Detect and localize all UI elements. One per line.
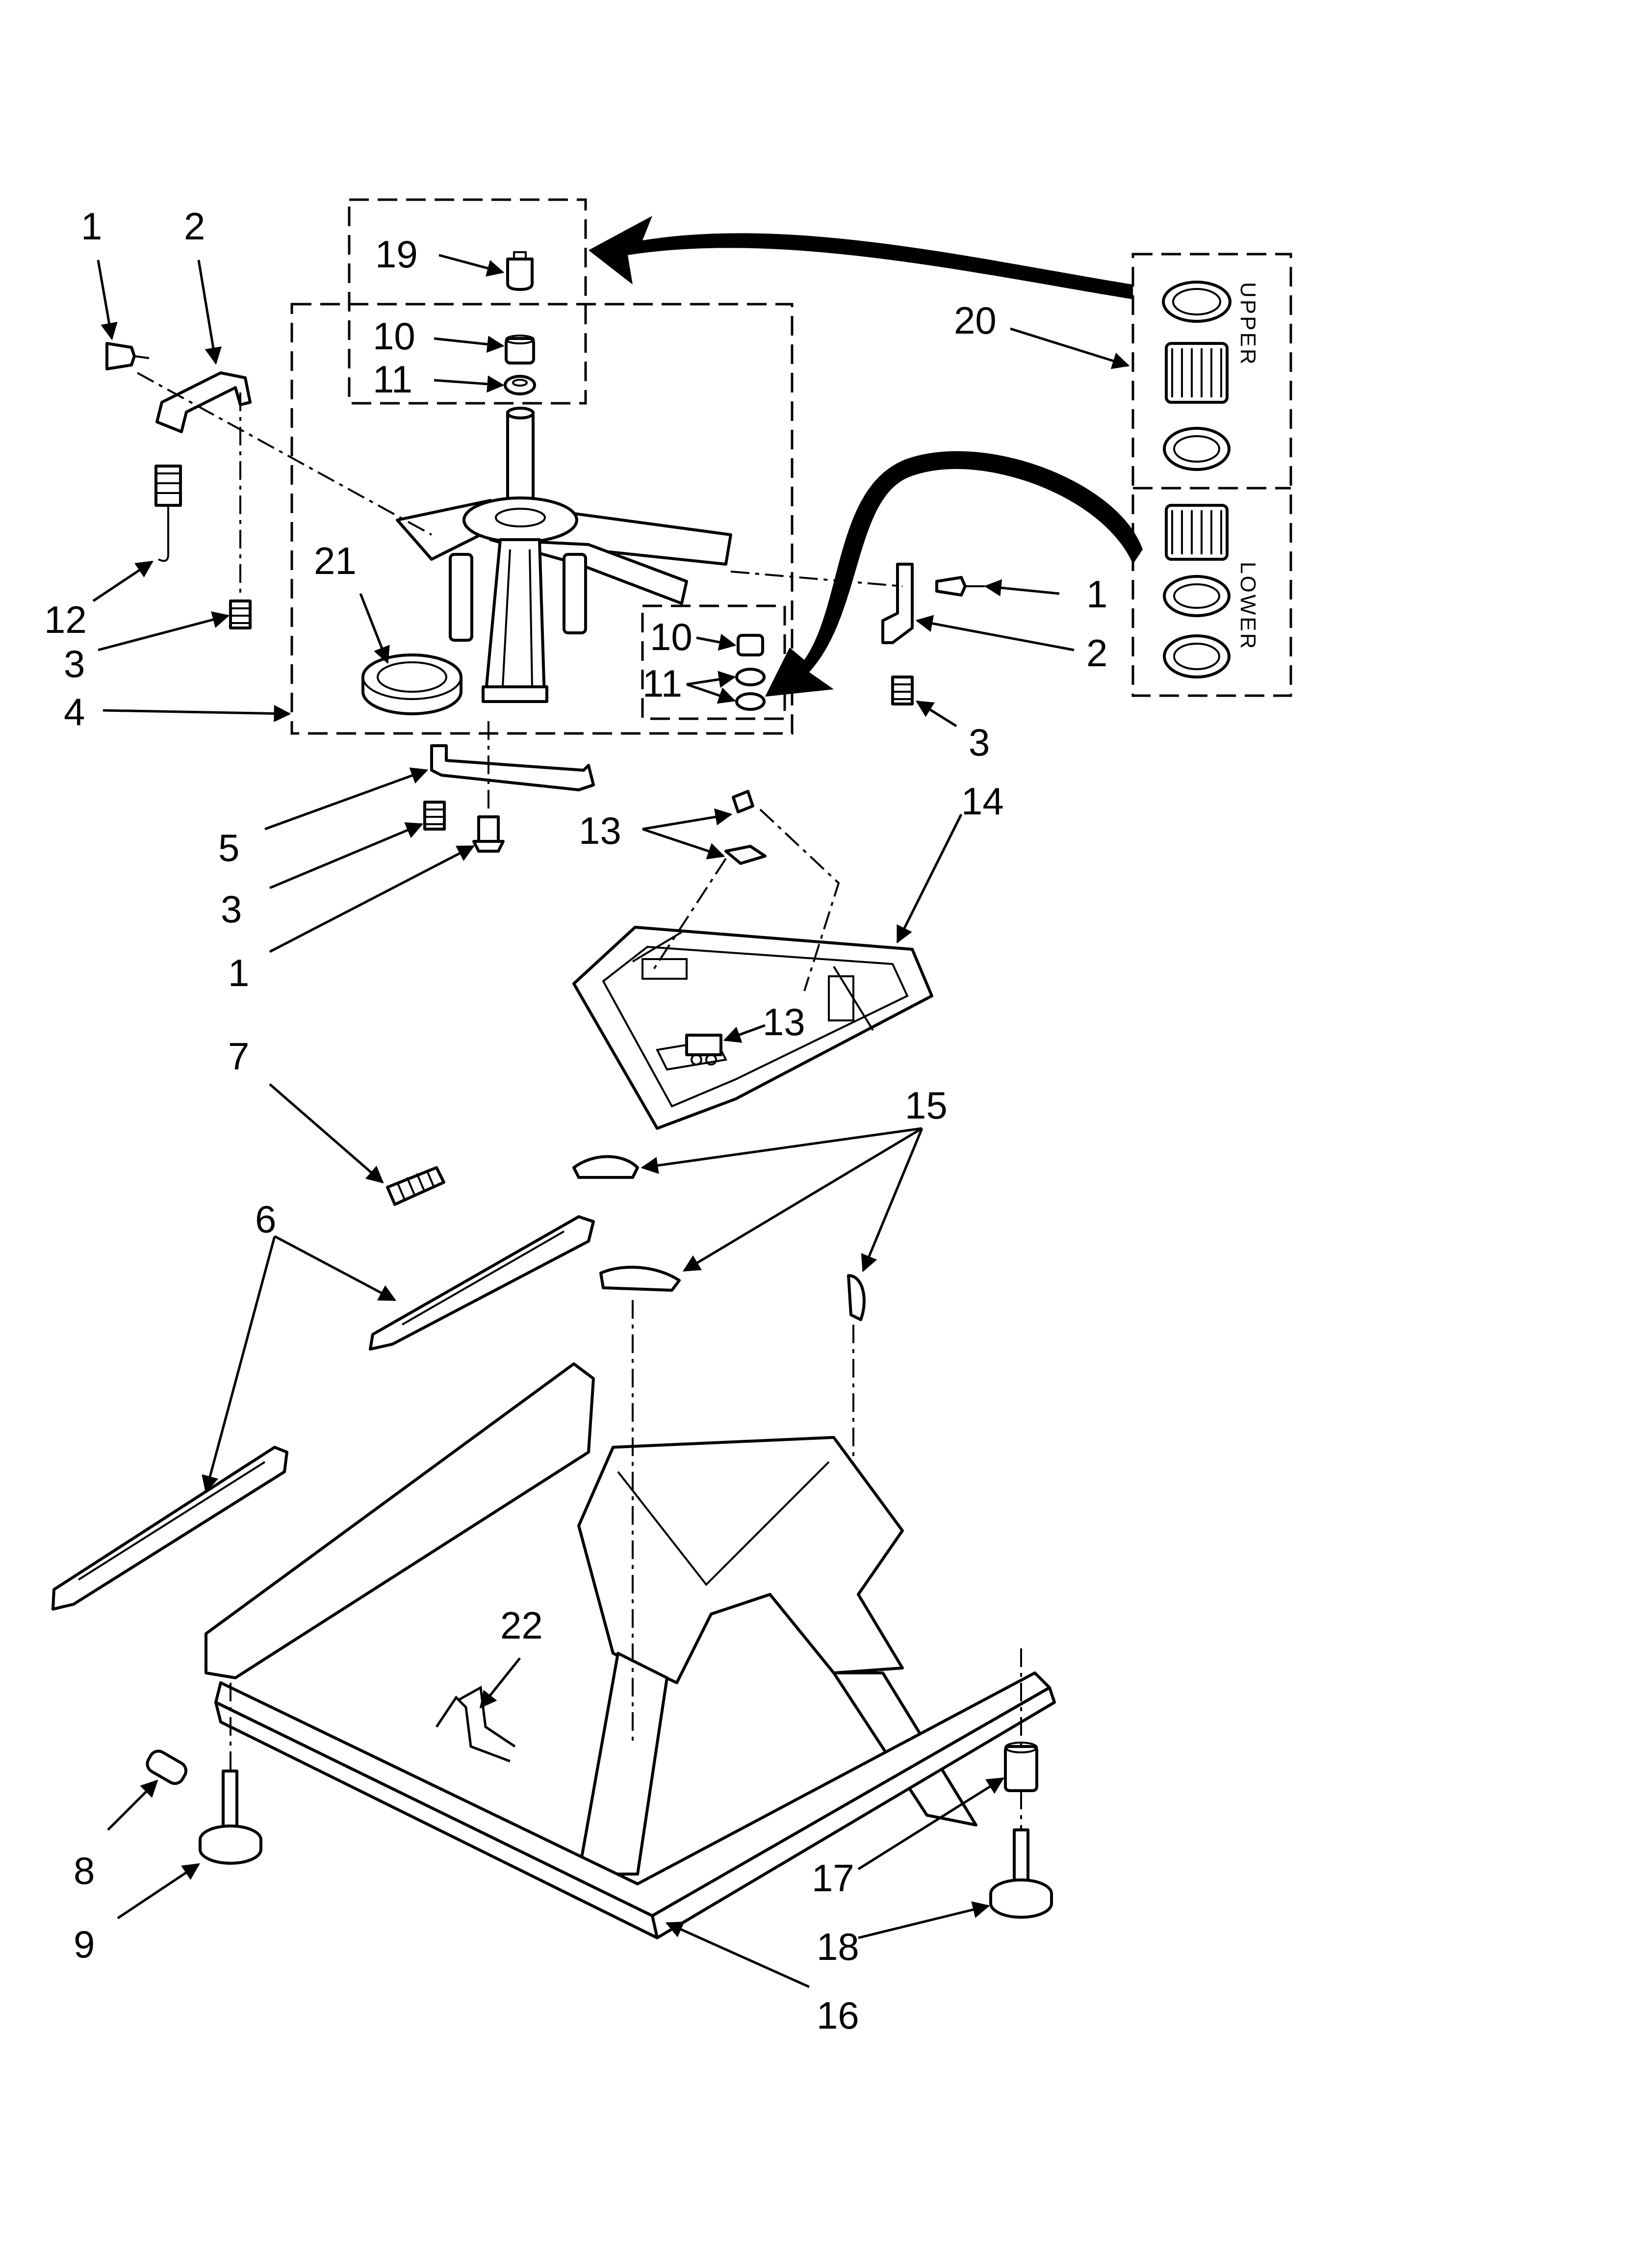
callout-1-right: 1 xyxy=(1086,573,1107,616)
spring-part-3-left xyxy=(229,600,252,629)
lower-seal-ring xyxy=(1163,575,1231,617)
screw-part-1-mid xyxy=(472,815,505,853)
inner-kit-box xyxy=(641,604,786,720)
callout-5: 5 xyxy=(218,826,239,869)
lower-kit-arrow xyxy=(765,451,1143,697)
callout-1-top-left: 1 xyxy=(81,205,102,248)
spring-part-3-right xyxy=(891,676,914,705)
upper-gear-bearing xyxy=(1165,342,1229,404)
callout-2-top-left: 2 xyxy=(184,205,205,248)
lower-bearing-ring xyxy=(1163,634,1231,678)
callout-3-right: 3 xyxy=(969,721,990,764)
callout-14: 14 xyxy=(961,780,1004,823)
rail-part-6-upper xyxy=(369,1215,595,1351)
bushing-part-10-inner xyxy=(737,634,764,656)
callout-19: 19 xyxy=(375,233,418,276)
leveling-leg-part-9 xyxy=(199,1770,262,1865)
seal-ring-21 xyxy=(361,653,462,715)
callout-13-lower: 13 xyxy=(763,1000,805,1043)
spring-part-3-mid xyxy=(423,801,446,831)
top-frame-part-14 xyxy=(572,926,933,1130)
top-kit-box xyxy=(348,198,587,405)
pad-part-15-b xyxy=(599,1266,681,1292)
callout-6: 6 xyxy=(255,1198,276,1241)
callout-3-mid: 3 xyxy=(221,887,242,931)
bearing-kit-box: UPPER LOWER xyxy=(1131,253,1292,697)
callout-7: 7 xyxy=(228,1035,249,1078)
callout-2-right: 2 xyxy=(1086,631,1107,675)
callout-22: 22 xyxy=(500,1604,543,1647)
callout-8: 8 xyxy=(74,1849,95,1892)
callout-9: 9 xyxy=(74,1923,95,1966)
washer-part-11-top xyxy=(504,375,536,395)
lower-label: LOWER xyxy=(1236,562,1260,651)
lower-gear-bearing xyxy=(1165,504,1229,561)
washer-part-11-inner-b xyxy=(735,692,766,711)
callout-12: 12 xyxy=(44,598,87,641)
spring-part-7 xyxy=(386,1166,445,1206)
callout-17: 17 xyxy=(812,1856,854,1900)
gearcase-spider xyxy=(396,407,732,703)
spring-part-12 xyxy=(154,465,182,562)
callout-18: 18 xyxy=(817,1925,859,1968)
upper-label: UPPER xyxy=(1236,282,1260,366)
sleeve-part-17 xyxy=(1004,1742,1038,1792)
upper-bearing-ring xyxy=(1163,427,1231,471)
washer-part-11-inner-a xyxy=(735,668,766,686)
bracket-part-2-right xyxy=(881,563,914,644)
clip-part-13-upper xyxy=(732,790,754,813)
callout-10-inner: 10 xyxy=(650,615,693,658)
callout-15: 15 xyxy=(905,1084,948,1127)
callout-10-top: 10 xyxy=(373,314,415,358)
upper-kit-arrow xyxy=(589,216,1133,299)
assembly-line-clip-13 xyxy=(759,808,840,991)
callout-20: 20 xyxy=(954,299,997,342)
pad-part-15-c xyxy=(847,1274,866,1321)
bracket-part-2-left xyxy=(155,371,252,433)
callout-4: 4 xyxy=(64,690,85,733)
screw-part-1-right xyxy=(935,576,985,597)
assembly-line-clip-13-b xyxy=(651,858,727,972)
base-frame-part-16 xyxy=(205,1362,1056,1939)
assembly-line-left-bracket xyxy=(137,372,432,536)
callout-11-top: 11 xyxy=(373,358,412,401)
clip-part-13-lower xyxy=(685,1034,722,1066)
callout-1-mid: 1 xyxy=(228,951,249,994)
assembly-line-right-bracket xyxy=(730,571,903,587)
callout-16: 16 xyxy=(817,1994,859,2037)
bushing-part-10-top xyxy=(505,335,535,365)
screw-part-1-left xyxy=(105,342,150,370)
callout-21: 21 xyxy=(314,539,357,582)
callout-11-inner: 11 xyxy=(642,662,682,705)
hook-part-22 xyxy=(435,1686,516,1763)
gearcase-assembly-box xyxy=(290,303,794,735)
pin-part-8 xyxy=(146,1749,188,1785)
callout-3-left: 3 xyxy=(64,642,85,685)
bracket-part-5 xyxy=(430,744,595,791)
leader-lines xyxy=(92,254,1130,1988)
pad-part-15-a xyxy=(572,1155,639,1179)
rail-part-6-lower xyxy=(51,1446,288,1611)
callout-labels: 1 2 12 3 4 21 19 10 11 10 11 20 1 2 3 5 … xyxy=(44,205,1107,2037)
callout-13-upper: 13 xyxy=(579,809,621,852)
cap-part-19 xyxy=(506,251,534,291)
clip-part-13-mid xyxy=(724,845,767,865)
upper-seal-ring xyxy=(1162,281,1232,323)
leveling-leg-part-18 xyxy=(989,1828,1053,1919)
